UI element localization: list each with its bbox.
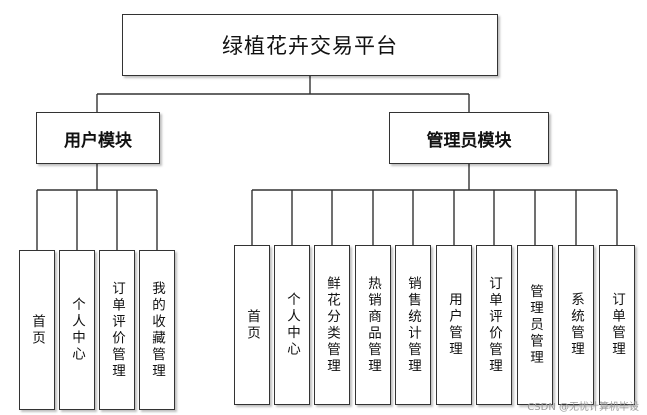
admin-module-label: 管理员模块 [426, 130, 512, 151]
admin-leaf-admins: 管理员管理 [517, 245, 553, 405]
admin-module-node: 管理员模块 [389, 112, 549, 164]
leaf-label: 热销商品管理 [365, 275, 381, 375]
leaf-label: 订单管理 [609, 292, 625, 358]
admin-leaf-profile: 个人中心 [274, 245, 310, 405]
user-module-node: 用户模块 [36, 112, 160, 164]
user-leaf-order-review: 订单评价管理 [99, 250, 135, 410]
leaf-label: 个人中心 [69, 297, 85, 363]
leaf-label: 首页 [244, 308, 260, 342]
leaf-label: 个人中心 [284, 292, 300, 358]
user-module-label: 用户模块 [64, 130, 132, 151]
leaf-label: 首页 [29, 313, 45, 347]
leaf-label: 我的收藏管理 [149, 280, 165, 380]
admin-leaf-home: 首页 [234, 245, 270, 405]
admin-leaf-hot-products: 热销商品管理 [355, 245, 391, 405]
admin-leaf-order-review: 订单评价管理 [476, 245, 512, 405]
leaf-label: 鲜花分类管理 [324, 275, 340, 375]
user-leaf-favorites: 我的收藏管理 [139, 250, 175, 410]
admin-leaf-category: 鲜花分类管理 [314, 245, 350, 405]
user-leaf-profile: 个人中心 [59, 250, 95, 410]
leaf-label: 订单评价管理 [486, 275, 502, 375]
leaf-label: 销售统计管理 [405, 275, 421, 375]
admin-leaf-users: 用户管理 [436, 245, 472, 405]
leaf-label: 订单评价管理 [109, 280, 125, 380]
leaf-label: 管理员管理 [527, 283, 543, 367]
root-node: 绿植花卉交易平台 [122, 14, 498, 76]
platform-title: 绿植花卉交易平台 [222, 34, 398, 58]
leaf-label: 系统管理 [568, 292, 584, 358]
admin-leaf-system: 系统管理 [558, 245, 594, 405]
admin-leaf-sales-stats: 销售统计管理 [395, 245, 431, 405]
leaf-label: 用户管理 [446, 292, 462, 358]
admin-leaf-orders: 订单管理 [599, 245, 635, 405]
user-leaf-home: 首页 [19, 250, 55, 410]
watermark-text: CSDN @无忧计算机毕设 [527, 402, 639, 413]
